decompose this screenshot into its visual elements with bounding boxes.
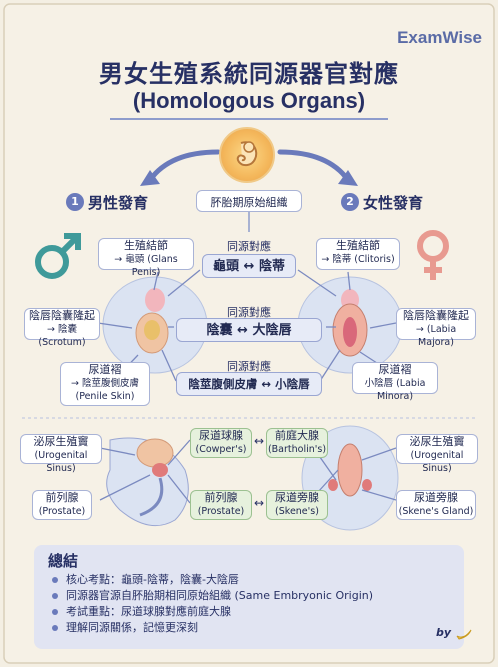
signature: by — [436, 626, 452, 639]
female-sinus-zh: 泌尿生殖竇 — [409, 435, 465, 448]
bartholins-en: (Bartholin's) — [267, 444, 327, 455]
female-genital-tubercle-zh: 生殖結節 — [336, 239, 380, 252]
pair1-box: 龜頭 ↔ 陰蒂 — [202, 254, 296, 278]
male-urethral-fold-en2: (Penile Skin) — [75, 391, 135, 402]
embryo-icon — [219, 127, 275, 183]
skenes-gland-zh: 尿道旁腺 — [414, 491, 458, 504]
pair3-heading: 同源對應 — [227, 360, 271, 373]
summary-bullet — [52, 609, 58, 615]
female-heading: 女性發育 — [363, 194, 424, 212]
male-labioscrotal-en: → 陰囊 (Scrotum) — [38, 324, 86, 348]
summary-item: 理解同源關係，記憶更深刻 — [66, 621, 198, 634]
male-genital-tubercle-en: → 龜頭 (Glans Penis) — [114, 254, 178, 278]
female-sinus-box: 泌尿生殖竇 (Urogenital Sinus) — [396, 434, 478, 474]
summary-panel — [34, 545, 464, 649]
female-labioscrotal-zh: 陰唇陰囊隆起 — [403, 309, 469, 322]
skenes-gland-en: (Skene's Gland) — [398, 506, 474, 517]
male-sinus-box: 泌尿生殖竇 (Urogenital Sinus) — [20, 434, 102, 474]
summary-item: 核心考點：龜頭-陰蒂，陰囊-大陰唇 — [66, 573, 239, 586]
male-urethral-fold-box: 尿道褶 → 陰莖腹側皮膚 (Penile Skin) — [60, 362, 150, 406]
cowpers-en: (Cowper's) — [195, 444, 247, 455]
male-genital-tubercle-zh: 生殖結節 — [124, 239, 168, 252]
male-labioscrotal-box: 陰唇陰囊隆起 → 陰囊 (Scrotum) — [24, 308, 100, 348]
prostate-en: (Prostate) — [38, 506, 86, 517]
female-sinus-en: (Urogenital Sinus) — [410, 450, 464, 474]
skenes-pair-zh: 尿道旁腺 — [275, 491, 319, 504]
female-urethral-fold-zh: 尿道褶 — [378, 363, 412, 376]
cowpers-zh: 尿道球腺 — [199, 429, 243, 442]
pair3-text: 陰莖腹側皮膚 ↔ 小陰唇 — [188, 377, 310, 391]
female-genital-tubercle-box: 生殖結節 → 陰蒂 (Clitoris) — [316, 238, 400, 270]
prostate-box: 前列腺 (Prostate) — [32, 490, 92, 520]
prostate-pair-box: 前列腺 (Prostate) — [190, 490, 252, 520]
summary-bullet — [52, 577, 58, 583]
skenes-gland-box: 尿道旁腺 (Skene's Gland) — [396, 490, 476, 520]
prostate-zh: 前列腺 — [45, 491, 79, 504]
female-labioscrotal-en: → (Labia Majora) — [415, 324, 457, 348]
skenes-pair-box: 尿道旁腺 (Skene's) — [266, 490, 328, 520]
pair3-box: 陰莖腹側皮膚 ↔ 小陰唇 — [176, 372, 322, 396]
female-genital-tubercle-en: → 陰蒂 (Clitoris) — [321, 254, 395, 265]
skenes-pair-en: (Skene's) — [275, 506, 319, 517]
male-sinus-zh: 泌尿生殖竇 — [33, 435, 89, 448]
summary-item: 考試重點：尿道球腺對應前庭大腺 — [66, 605, 231, 618]
female-index-badge: 2 — [341, 193, 359, 211]
page-subtitle: (Homologous Organs) — [132, 88, 366, 113]
female-urethral-fold-en: 小陰唇 (Labia Minora) — [364, 378, 426, 402]
title-divider — [110, 118, 388, 120]
male-labioscrotal-zh: 陰唇陰囊隆起 — [29, 309, 95, 322]
page-title: 男女生殖系統同源器官對應 — [99, 60, 399, 88]
summary-item: 同源器官源自肧胎期相同原始組織 (Same Embryonic Origin) — [66, 589, 374, 602]
pair1-heading: 同源對應 — [227, 240, 271, 253]
male-genital-tubercle-box: 生殖結節 → 龜頭 (Glans Penis) — [98, 238, 194, 278]
male-urethral-fold-zh: 尿道褶 — [88, 363, 122, 376]
male-index-badge: 1 — [66, 193, 84, 211]
brand-logo: ExamWise — [397, 28, 482, 47]
pair2-box: 陰囊 ↔ 大陰唇 — [176, 318, 322, 342]
bartholins-zh: 前庭大腺 — [275, 429, 319, 442]
summary-title: 總結 — [48, 552, 79, 570]
female-labioscrotal-box: 陰唇陰囊隆起 → (Labia Majora) — [396, 308, 476, 348]
origin-box: 肧胎期原始組織 — [196, 190, 302, 212]
pair4-arrow: ↔ — [253, 434, 265, 448]
bartholins-box: 前庭大腺 (Bartholin's) — [266, 428, 328, 458]
pair2-text: 陰囊 ↔ 大陰唇 — [206, 323, 292, 338]
banana-icon — [456, 629, 472, 640]
pair5-arrow: ↔ — [253, 496, 265, 510]
pair1-text: 龜頭 ↔ 陰蒂 — [213, 259, 285, 274]
prostate-pair-zh: 前列腺 — [204, 491, 238, 504]
cowpers-box: 尿道球腺 (Cowper's) — [190, 428, 252, 458]
summary-bullet — [52, 593, 58, 599]
male-sinus-en: (Urogenital Sinus) — [34, 450, 88, 474]
pair2-heading: 同源對應 — [227, 306, 271, 319]
male-urethral-fold-en1: → 陰莖腹側皮膚 — [71, 378, 139, 389]
female-urethral-fold-box: 尿道褶 小陰唇 (Labia Minora) — [352, 362, 438, 402]
origin-label: 肧胎期原始組織 — [210, 196, 288, 209]
prostate-pair-en: (Prostate) — [197, 506, 245, 517]
summary-bullet — [52, 625, 58, 631]
male-heading: 男性發育 — [88, 194, 149, 212]
